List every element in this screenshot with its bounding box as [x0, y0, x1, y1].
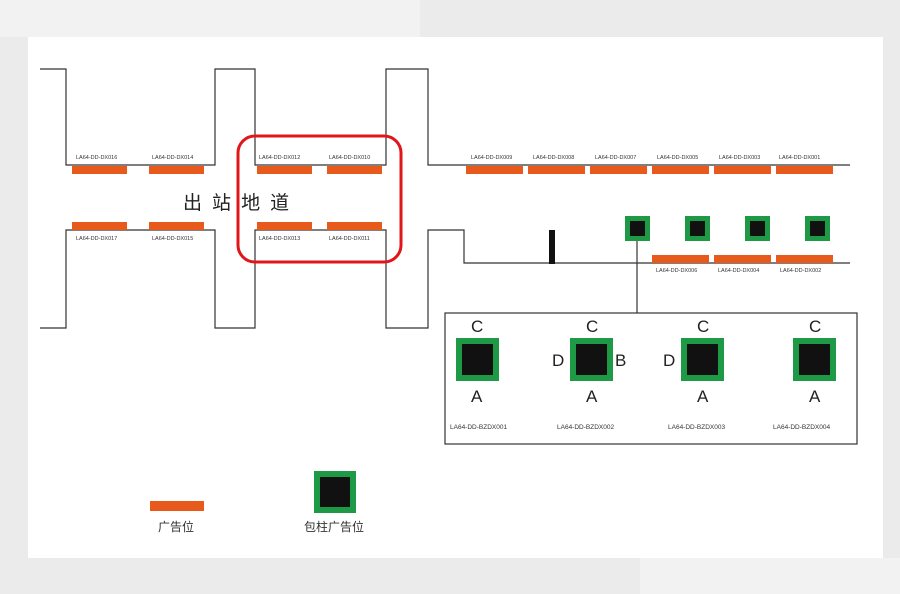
ad-bar — [466, 166, 523, 174]
ad-label: LA64-DD-DX007 — [595, 155, 636, 161]
ad-label: LA64-DD-DX009 — [471, 155, 512, 161]
ad-bar — [776, 166, 833, 174]
pillar-marker-core — [810, 221, 825, 236]
pillar-face-a: A — [471, 387, 483, 406]
ad-bar — [776, 255, 833, 263]
ad-label: LA64-DD-DX006 — [656, 268, 697, 274]
ad-label: LA64-DD-DX010 — [329, 155, 370, 161]
pillar-detail-1: C A LA64-DD-BZDX001 — [450, 317, 507, 431]
legend-ad-label: 广告位 — [158, 519, 194, 534]
pillar-detail-2: C A D B LA64-DD-BZDX002 — [552, 317, 626, 431]
pillar-detail-4: C A LA64-DD-BZDX004 — [773, 317, 836, 431]
corridor-pillars — [625, 216, 830, 241]
background-shape — [640, 558, 900, 594]
ad-label: LA64-DD-DX005 — [657, 155, 698, 161]
ad-label: LA64-DD-DX015 — [152, 236, 193, 242]
background-shape — [0, 0, 420, 37]
ad-label: LA64-DD-DX012 — [259, 155, 300, 161]
ad-bar — [652, 166, 709, 174]
pillar-marker-core — [750, 221, 765, 236]
pillar-detail-box — [444, 312, 858, 445]
ad-label: LA64-DD-DX004 — [718, 268, 759, 274]
pillar-face-a: A — [809, 387, 821, 406]
corridor-title: 出 站 地 道 — [183, 192, 291, 214]
pillar-marker-core — [690, 221, 705, 236]
pillar-code: LA64-DD-BZDX004 — [773, 424, 830, 431]
pillar-face-a: A — [586, 387, 598, 406]
ad-label: LA64-DD-DX016 — [76, 155, 117, 161]
ad-bar — [327, 166, 382, 174]
ad-bar — [72, 222, 127, 230]
ad-label: LA64-DD-DX002 — [780, 268, 821, 274]
ad-bar — [149, 166, 204, 174]
pillar-code: LA64-DD-BZDX002 — [557, 424, 614, 431]
ad-bar — [714, 255, 771, 263]
pillar-face-c: C — [697, 317, 709, 336]
highlight-box — [236, 134, 403, 264]
ad-bar — [257, 166, 312, 174]
legend-pillar-swatch-core — [320, 477, 350, 507]
ad-bar — [327, 222, 382, 230]
ad-bar — [528, 166, 585, 174]
ad-bar — [590, 166, 647, 174]
pillar-detail-3: C A D LA64-DD-BZDX003 — [663, 317, 725, 431]
legend-ad-swatch — [150, 501, 204, 511]
legend: 广告位 包柱广告位 — [150, 471, 364, 534]
ad-label: LA64-DD-DX011 — [329, 236, 370, 242]
ad-bar — [652, 255, 709, 263]
ad-label: LA64-DD-DX017 — [76, 236, 117, 242]
legend-pillar-label: 包柱广告位 — [304, 519, 364, 534]
pillar-face-d: D — [552, 351, 564, 370]
pillar-face-a: A — [697, 387, 709, 406]
ad-label: LA64-DD-DX014 — [152, 155, 193, 161]
top-wall — [40, 68, 850, 166]
pillar-face-d: D — [663, 351, 675, 370]
ad-bar — [714, 166, 771, 174]
pillar-face-b: B — [615, 351, 626, 370]
ad-label: LA64-DD-DX008 — [533, 155, 574, 161]
pillar-detail-core — [576, 344, 607, 375]
pillar-detail-core — [687, 344, 718, 375]
pillar-face-c: C — [471, 317, 483, 336]
pillar-face-c: C — [586, 317, 598, 336]
pillar-code: LA64-DD-BZDX003 — [668, 424, 725, 431]
ad-label: LA64-DD-DX003 — [719, 155, 760, 161]
pillar-detail-core — [799, 344, 830, 375]
ad-bar — [149, 222, 204, 230]
floor-plan-card — [28, 37, 883, 558]
pillar-detail-core — [462, 344, 493, 375]
pillar-face-c: C — [809, 317, 821, 336]
pillar-code: LA64-DD-BZDX001 — [450, 424, 507, 431]
pillar-marker-core — [630, 221, 645, 236]
ad-bar — [72, 166, 127, 174]
ad-bar — [257, 222, 312, 230]
barrier — [549, 230, 555, 264]
ad-label: LA64-DD-DX001 — [779, 155, 820, 161]
ad-label: LA64-DD-DX013 — [259, 236, 300, 242]
